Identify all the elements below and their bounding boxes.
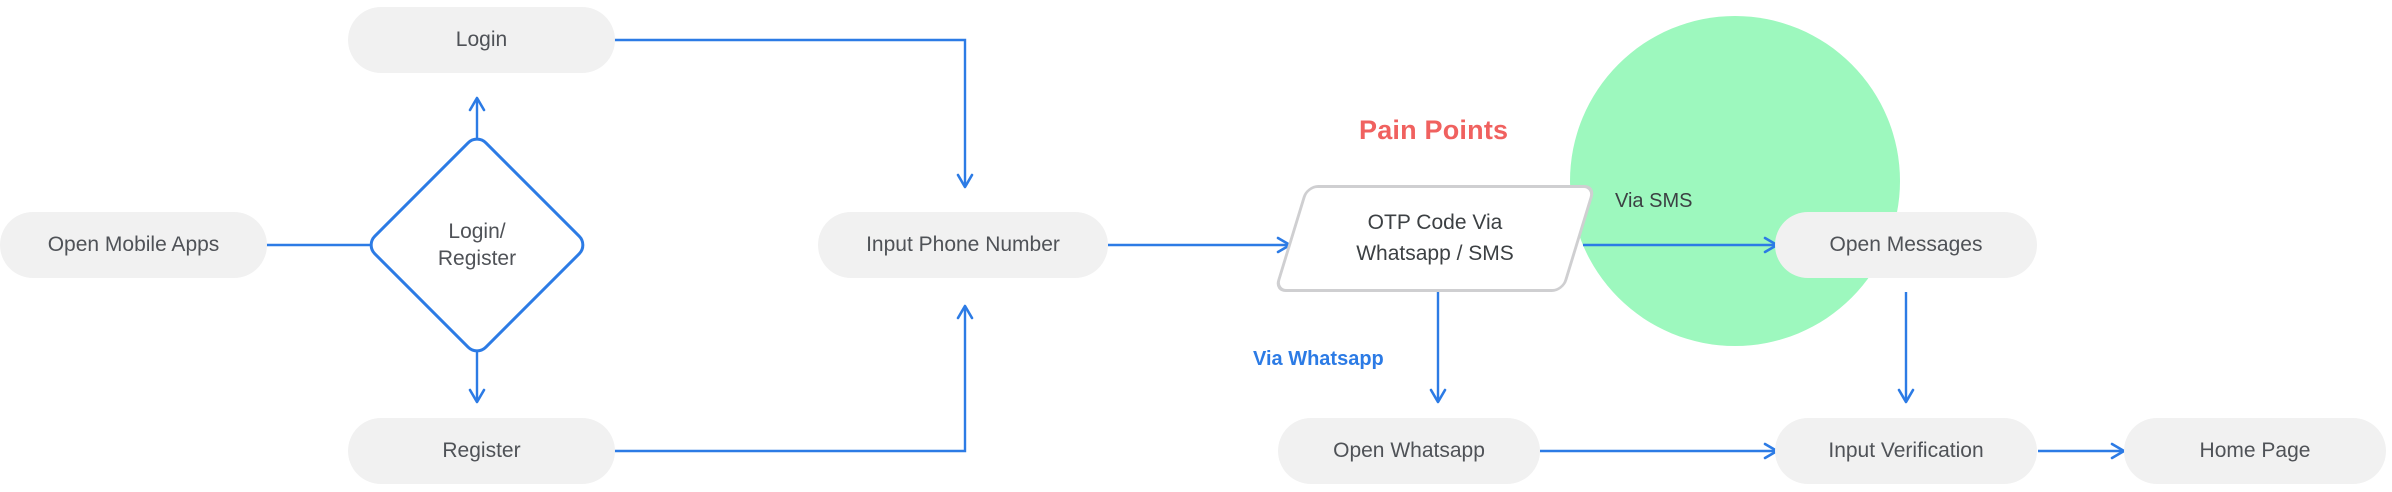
node-open-messages[interactable]: Open Messages: [1775, 212, 2037, 278]
arrowhead-decision-to-login: [468, 96, 486, 112]
pain-points-annotation: Pain Points: [1359, 115, 1509, 145]
arrowhead-decision-to-register: [468, 388, 486, 404]
edge-register-to-inputphone: [612, 308, 967, 453]
node-input-phone-number[interactable]: Input Phone Number: [818, 212, 1108, 278]
node-open-mobile-apps-label: Open Mobile Apps: [47, 232, 220, 256]
node-open-messages-label: Open Messages: [1829, 232, 1983, 256]
arrowhead-register-to-inputphone: [956, 304, 974, 320]
node-home-page[interactable]: Home Page: [2124, 418, 2386, 484]
node-input-phone-number-label: Input Phone Number: [866, 232, 1060, 256]
edge-label-via-whatsapp: Via Whatsapp: [1253, 348, 1384, 370]
node-register[interactable]: Register: [348, 418, 615, 484]
node-otp-code-parallelogram[interactable]: [1273, 185, 1597, 292]
pain-points-highlight-circle: [1570, 16, 1900, 346]
edge-login-to-inputphone: [612, 38, 967, 185]
node-input-verification[interactable]: Input Verification: [1775, 418, 2037, 484]
node-open-mobile-apps[interactable]: Open Mobile Apps: [0, 212, 267, 278]
arrowhead-openmessages-to-inputverification: [1897, 388, 1915, 404]
node-login[interactable]: Login: [348, 7, 615, 73]
node-login-register-decision[interactable]: Login/ Register: [363, 131, 591, 359]
node-open-whatsapp[interactable]: Open Whatsapp: [1278, 418, 1540, 484]
arrowhead-login-to-inputphone: [956, 173, 974, 189]
node-register-label: Register: [442, 438, 521, 462]
node-login-label: Login: [455, 27, 508, 51]
edge-label-via-sms: Via SMS: [1615, 190, 1693, 212]
diamond-shape: [363, 131, 591, 359]
node-open-whatsapp-label: Open Whatsapp: [1333, 438, 1485, 462]
arrowhead-otp-to-openwhatsapp: [1429, 388, 1447, 404]
node-input-verification-label: Input Verification: [1828, 438, 1984, 462]
node-home-page-label: Home Page: [2199, 438, 2311, 462]
